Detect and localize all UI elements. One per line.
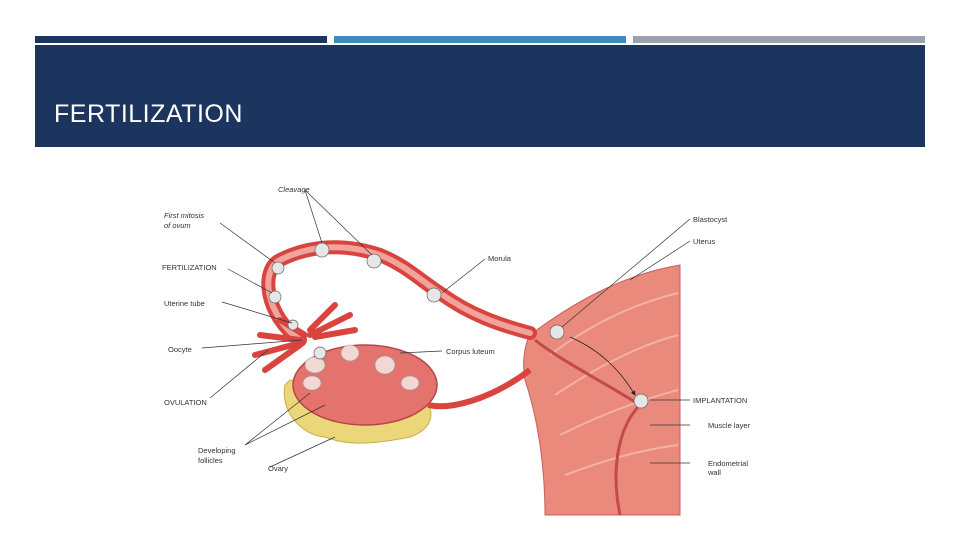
label-morula: Morula: [488, 254, 512, 263]
label-ovulation: OVULATION: [164, 398, 207, 407]
label-corpus-luteum: Corpus luteum: [446, 347, 495, 356]
label-blastocyst: Blastocyst: [693, 215, 728, 224]
accent-bar-dark: [35, 36, 327, 43]
fertilization-diagram: Cleavage First mitosis of ovum FERTILIZA…: [162, 185, 751, 516]
label-uterine-tube: Uterine tube: [164, 299, 205, 308]
accent-bar-gray: [633, 36, 925, 43]
title-banner: [35, 45, 925, 147]
uterus-illustration: [523, 264, 681, 516]
label-muscle-layer: Muscle layer: [708, 421, 751, 430]
label-endometrial-wall-2: wall: [707, 468, 721, 477]
label-endometrial-wall: Endometrial: [708, 459, 748, 468]
accent-bar-blue: [334, 36, 626, 43]
label-developing-follicles: Developing: [198, 446, 236, 455]
label-developing-follicles-2: follicles: [198, 456, 223, 465]
label-first-mitosis-2: of ovum: [164, 221, 191, 230]
ovary-illustration: [292, 344, 438, 426]
label-first-mitosis: First mitosis: [164, 211, 204, 220]
label-fertilization: FERTILIZATION: [162, 263, 217, 272]
slide-title: FERTILIZATION: [54, 100, 243, 128]
label-implantation: IMPLANTATION: [693, 396, 747, 405]
label-ovary: Ovary: [268, 464, 288, 473]
uterus-muscle-stripes: [549, 292, 679, 476]
label-oocyte: Oocyte: [168, 345, 192, 354]
label-cleavage: Cleavage: [278, 185, 310, 194]
label-uterus: Uterus: [693, 237, 715, 246]
